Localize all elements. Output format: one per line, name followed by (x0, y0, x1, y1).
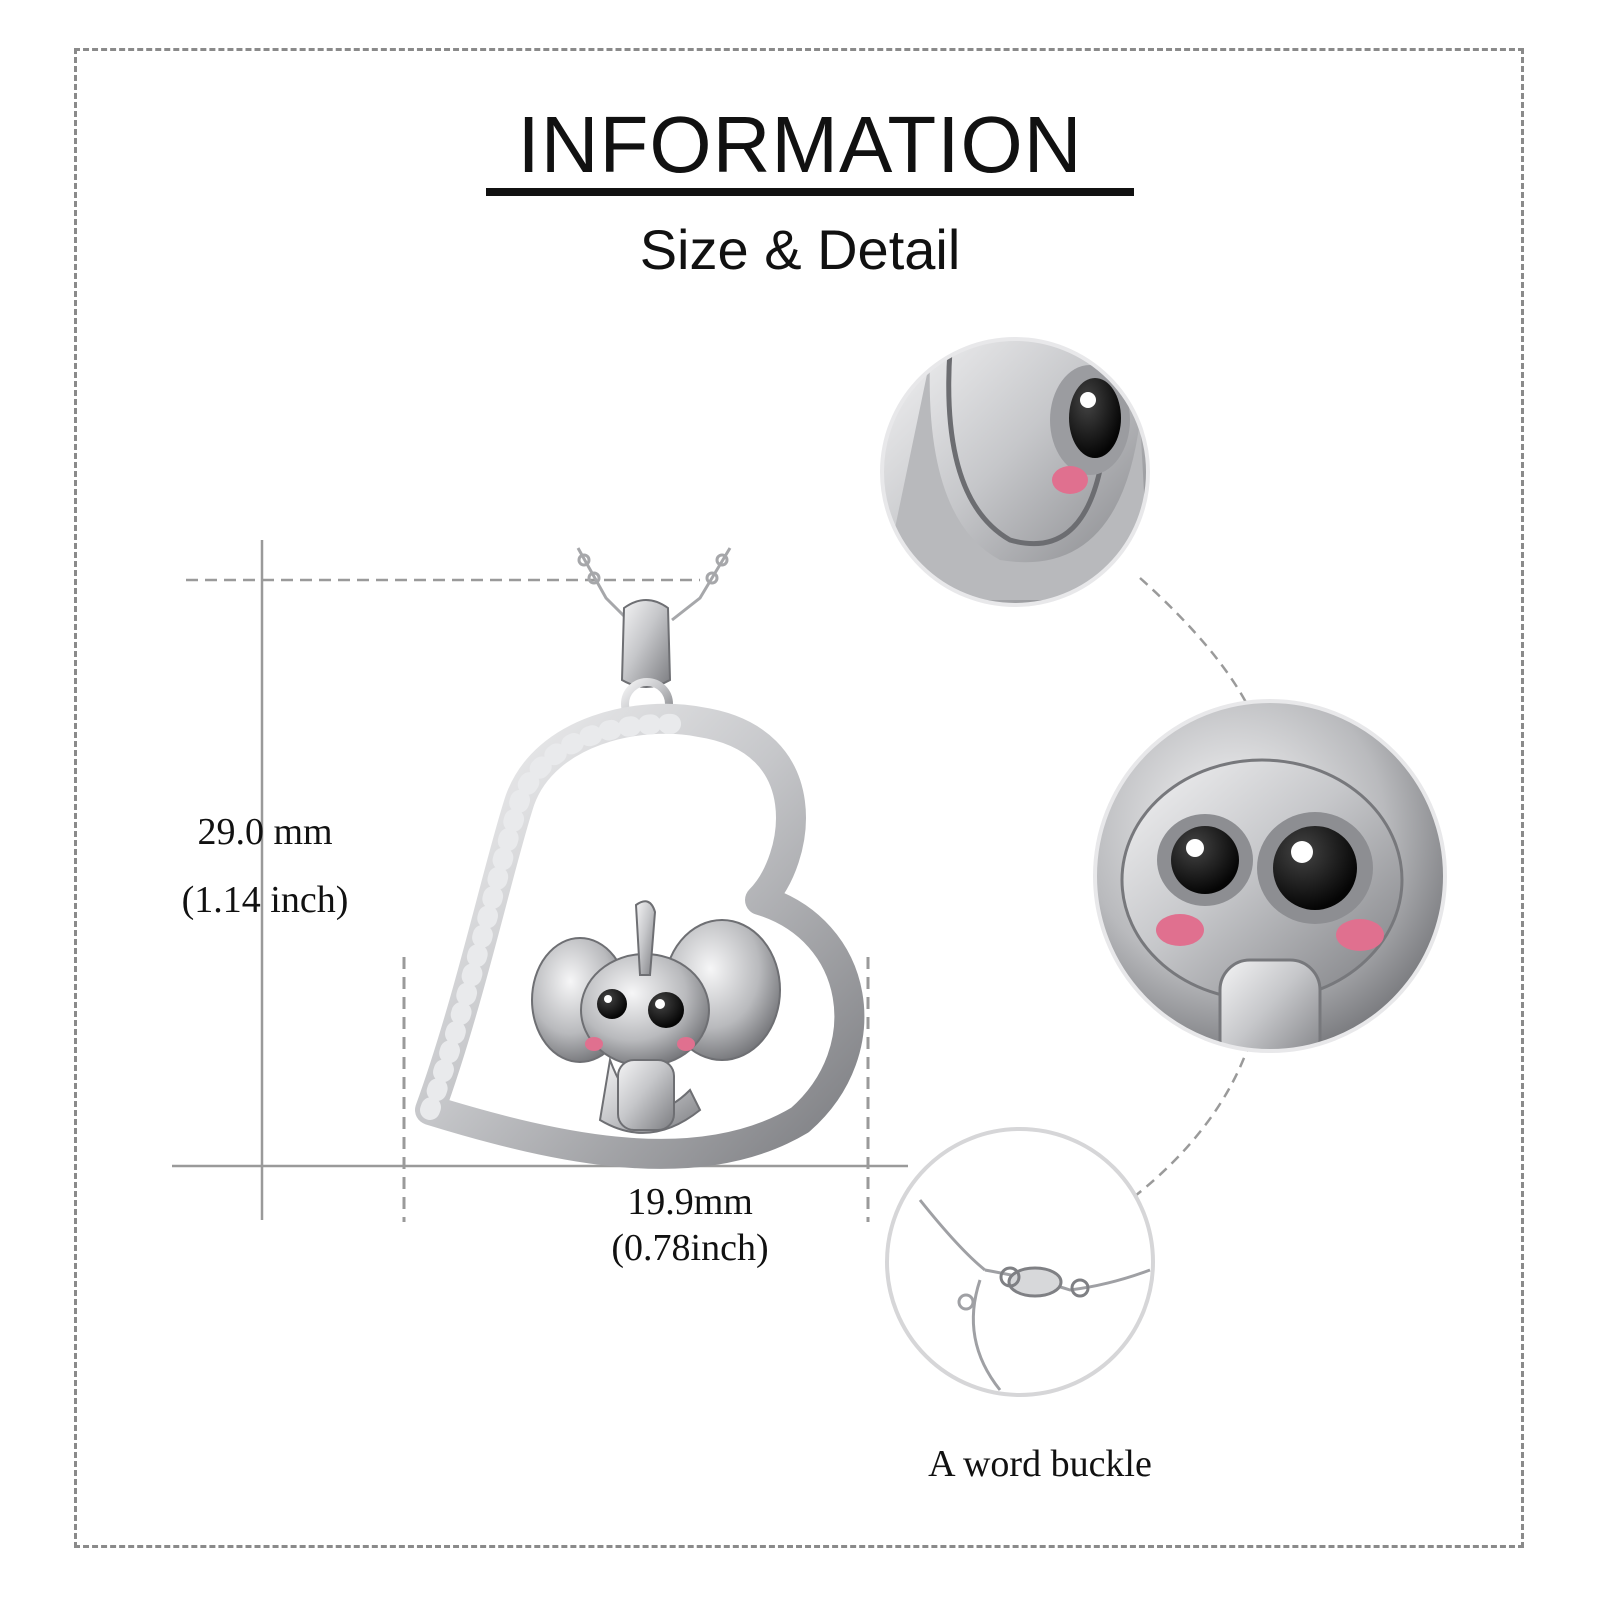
title-underline (486, 188, 1134, 196)
pendant-elephant (531, 900, 781, 1134)
height-mm-label: 29.0 mm (197, 811, 333, 853)
width-mm-label: 19.9mm (627, 1181, 753, 1223)
detail-circle-face-closeup (1093, 699, 1447, 1053)
necklace-chain (576, 547, 732, 622)
detail-connectors (1129, 577, 1252, 1201)
height-dimension-lines (172, 540, 908, 1220)
detail-circle-eye-closeup (880, 337, 1150, 607)
dashed-frame (74, 48, 1524, 1548)
height-inch-label: (1.14 inch) (181, 879, 349, 921)
detail-circle-clasp (885, 1127, 1155, 1397)
heart-pendant (415, 703, 865, 1169)
page-title: INFORMATION (517, 100, 1083, 189)
width-dimension-lines (402, 957, 870, 1222)
width-inch-label: (0.78inch) (611, 1227, 769, 1269)
buckle-caption: A word buckle (928, 1443, 1152, 1485)
page-subtitle: Size & Detail (639, 218, 961, 281)
